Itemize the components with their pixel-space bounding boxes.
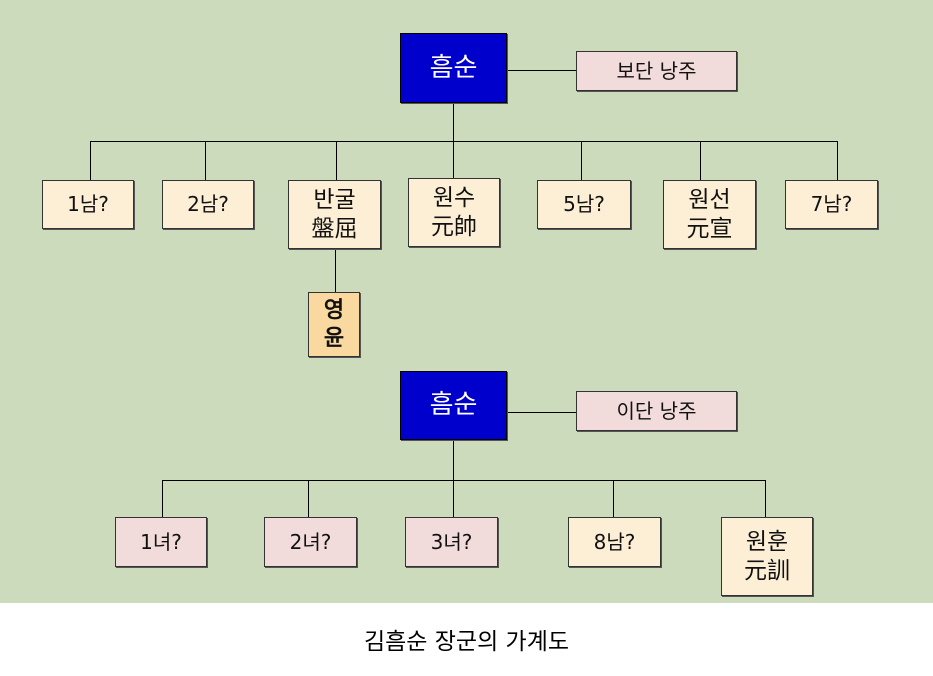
- connector: [308, 480, 309, 517]
- root-node: 흠순: [400, 33, 507, 103]
- connector: [581, 141, 582, 180]
- connector: [453, 141, 454, 178]
- connector: [700, 141, 701, 180]
- child-node: 3녀?: [405, 517, 498, 567]
- child-node: 2녀?: [264, 517, 357, 567]
- child-node: 원훈 元訓: [721, 517, 813, 596]
- child-node: 반굴 盤屈: [288, 180, 381, 249]
- child-node: 1녀?: [115, 517, 207, 567]
- grandchild-node: 영 윤: [308, 292, 360, 357]
- connector: [336, 141, 337, 180]
- child-node: 원선 元宣: [663, 180, 756, 249]
- connector: [837, 141, 838, 180]
- connector: [162, 480, 766, 481]
- connector: [613, 480, 614, 517]
- connector: [205, 141, 206, 180]
- caption: 김흠순 장군의 가계도: [363, 629, 570, 655]
- child-node: 5남?: [537, 180, 631, 229]
- child-node: 7남?: [785, 180, 878, 229]
- child-node: 8남?: [568, 517, 661, 567]
- connector: [507, 70, 576, 71]
- root-node: 흠순: [400, 371, 507, 440]
- spouse-node: 이단 낭주: [576, 391, 737, 431]
- child-node: 원수 元帥: [408, 178, 500, 247]
- connector: [453, 103, 454, 141]
- connector: [162, 480, 163, 517]
- connector: [453, 480, 454, 517]
- spouse-node: 보단 낭주: [576, 51, 737, 91]
- connector: [90, 141, 91, 180]
- child-node: 1남?: [42, 180, 134, 229]
- connector: [507, 412, 576, 413]
- child-node: 2남?: [162, 180, 254, 229]
- connector: [335, 249, 336, 292]
- connector: [453, 440, 454, 480]
- connector: [90, 141, 838, 142]
- connector: [765, 480, 766, 517]
